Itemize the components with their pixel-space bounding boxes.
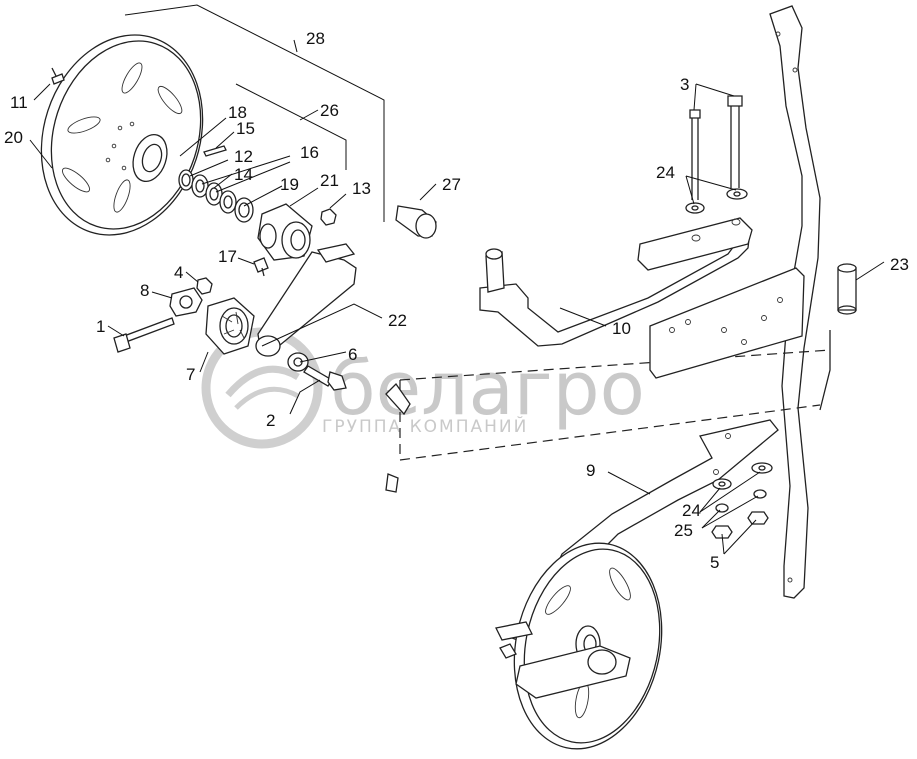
callout-24-bottom: 24 <box>682 501 701 520</box>
callout-15: 15 <box>236 119 255 138</box>
callout-27: 27 <box>442 175 461 194</box>
callout-5: 5 <box>710 553 719 572</box>
leader-lines <box>29 4 885 555</box>
callout-4: 4 <box>174 263 183 282</box>
callout-25: 25 <box>674 521 693 540</box>
callout-18: 18 <box>228 103 247 122</box>
callout-28: 28 <box>306 29 325 48</box>
hub-bearing-stack <box>178 145 254 223</box>
clamp-block-8 <box>169 287 203 317</box>
washers-24-top <box>685 188 748 214</box>
mounting-plate <box>649 267 805 379</box>
callout-14: 14 <box>234 165 253 184</box>
callout-12: 12 <box>234 147 253 166</box>
bracket-10 <box>479 217 753 347</box>
main-bar <box>385 330 831 493</box>
callout-11: 11 <box>10 93 28 112</box>
hub-body-21 <box>257 203 337 261</box>
callout-22: 22 <box>388 311 407 330</box>
callout-2: 2 <box>266 411 275 430</box>
callout-23: 23 <box>890 255 909 274</box>
callout-labels: 28 11 20 26 18 15 12 16 14 19 21 13 27 1… <box>4 29 909 572</box>
bolt-2 <box>303 365 347 391</box>
callout-1: 1 <box>96 317 105 336</box>
callout-26: 26 <box>320 101 339 120</box>
callout-24-top: 24 <box>656 163 675 182</box>
callout-7: 7 <box>186 365 195 384</box>
bolt-1 <box>113 317 175 353</box>
callout-13: 13 <box>352 179 371 198</box>
bolt-11 <box>51 67 65 85</box>
spacer-tube-23 <box>837 263 857 315</box>
frame-beam <box>769 5 821 599</box>
watermark-tagline: ГРУППА КОМПАНИЙ <box>322 415 528 437</box>
callout-9: 9 <box>586 461 595 480</box>
callout-6: 6 <box>348 345 357 364</box>
callout-8: 8 <box>140 281 149 300</box>
bolts-3 <box>689 95 743 200</box>
brand-watermark: белагро ГРУППА КОМПАНИЙ <box>201 327 645 449</box>
axle-pin-27 <box>395 205 437 239</box>
callout-10: 10 <box>612 319 631 338</box>
nut-4 <box>196 277 213 295</box>
depth-wheel-left <box>40 34 204 236</box>
lower-swing-arm <box>495 621 631 699</box>
clamp-7 <box>205 297 255 355</box>
callout-3: 3 <box>680 75 689 94</box>
watermark-brand: белагро <box>330 346 645 432</box>
grease-fitting-17 <box>253 257 269 277</box>
callout-17: 17 <box>218 247 237 266</box>
callout-20: 20 <box>4 128 23 147</box>
callout-16: 16 <box>300 143 319 162</box>
callout-19: 19 <box>280 175 299 194</box>
callout-21: 21 <box>320 171 339 190</box>
depth-wheel-right <box>513 542 663 750</box>
swing-arm-22 <box>255 243 357 372</box>
